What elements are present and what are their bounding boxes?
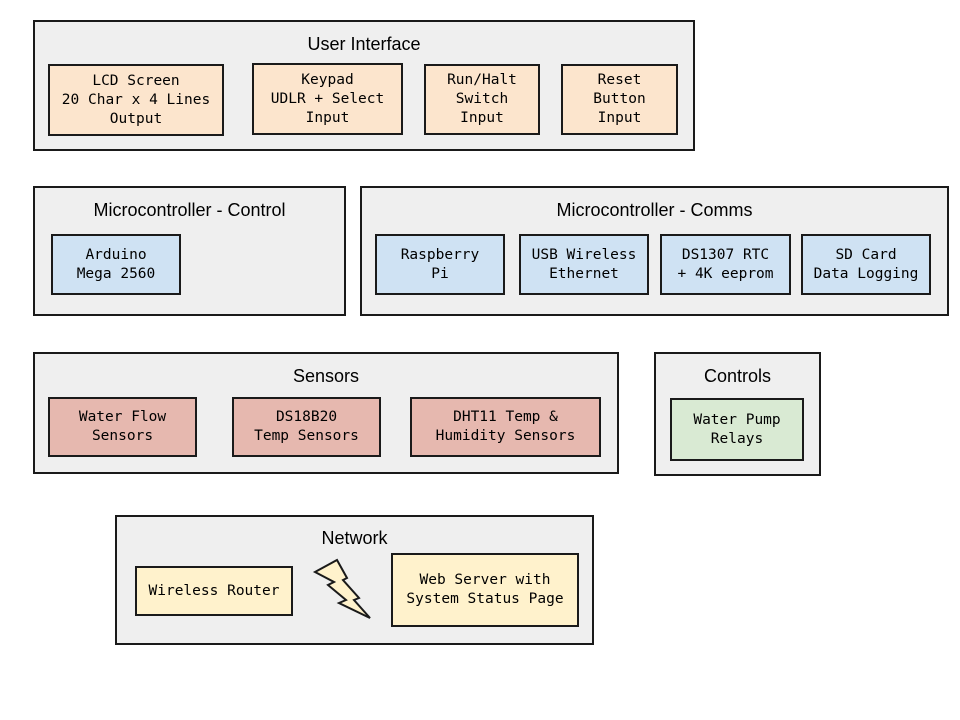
- box-line: Sensors: [91, 428, 154, 444]
- box-line: Ethernet: [549, 265, 619, 282]
- box-line: Reset: [597, 72, 642, 88]
- lightning-bolt-icon: [312, 558, 371, 619]
- wireless-router-box: Wireless Router: [135, 566, 293, 616]
- box-line: Web Server with: [419, 572, 551, 588]
- box-line: 20 Char x 4 Lines: [61, 91, 211, 108]
- microcontroller-control-title: Microcontroller - Control: [93, 200, 286, 220]
- dht11-humidity-sensors-box: DHT11 Temp & Humidity Sensors: [410, 397, 601, 457]
- box-line: Input: [460, 110, 504, 126]
- sd-card-logging-box: SD Card Data Logging: [801, 234, 931, 295]
- box-line: USB Wireless: [531, 246, 637, 263]
- user-interface-group: User Interface LCD Screen 20 Char x 4 Li…: [33, 20, 695, 151]
- box-line: Mega 2560: [76, 265, 156, 282]
- microcontroller-comms-group: Microcontroller - Comms Raspberry Pi USB…: [360, 186, 949, 316]
- box-line: Switch: [455, 91, 509, 107]
- box-line: Humidity Sensors: [435, 428, 576, 444]
- raspberry-pi-box: Raspberry Pi: [375, 234, 505, 295]
- keypad-box: Keypad UDLR + Select Input: [252, 63, 403, 135]
- box-line: Input: [597, 110, 642, 126]
- ds18b20-temp-sensors-box: DS18B20 Temp Sensors: [232, 397, 381, 457]
- box-line: Keypad: [301, 71, 354, 88]
- box-line: UDLR + Select: [270, 90, 385, 107]
- network-title: Network: [321, 528, 388, 548]
- box-line: Wireless Router: [148, 582, 280, 599]
- reset-button-box: Reset Button Input: [561, 64, 678, 135]
- box-line: Water Flow: [78, 409, 167, 425]
- box-line: SD Card: [835, 246, 897, 263]
- lcd-screen-box: LCD Screen 20 Char x 4 Lines Output: [48, 64, 224, 136]
- user-interface-title: User Interface: [307, 34, 421, 54]
- box-line: Run/Halt: [447, 72, 517, 88]
- rtc-eeprom-box: DS1307 RTC + 4K eeprom: [660, 234, 791, 295]
- network-group: Network Wireless Router Web Server with …: [115, 515, 594, 645]
- controls-title: Controls: [703, 366, 772, 386]
- arduino-mega-box: Arduino Mega 2560: [51, 234, 181, 295]
- controls-group: Controls Water Pump Relays: [654, 352, 821, 476]
- box-line: Temp Sensors: [254, 428, 359, 444]
- box-line: Relays: [710, 430, 764, 447]
- box-line: DS18B20: [275, 409, 338, 425]
- water-pump-relays-box: Water Pump Relays: [670, 398, 804, 461]
- box-line: LCD Screen: [92, 72, 180, 89]
- box-line: Pi: [431, 265, 449, 282]
- box-line: Water Pump: [693, 411, 781, 428]
- box-line: Arduino: [85, 246, 147, 263]
- box-line: Button: [593, 91, 646, 107]
- box-line: DHT11 Temp &: [453, 409, 558, 425]
- box-line: Output: [109, 110, 163, 127]
- box-line: + 4K eeprom: [677, 265, 774, 282]
- microcontroller-control-group: Microcontroller - Control Arduino Mega 2…: [33, 186, 346, 316]
- run-halt-switch-box: Run/Halt Switch Input: [424, 64, 540, 135]
- web-server-box: Web Server with System Status Page: [391, 553, 579, 627]
- usb-wireless-ethernet-box: USB Wireless Ethernet: [519, 234, 649, 295]
- microcontroller-comms-title: Microcontroller - Comms: [556, 200, 753, 220]
- sensors-group: Sensors Water Flow Sensors DS18B20 Temp …: [33, 352, 619, 474]
- box-line: DS1307 RTC: [681, 246, 770, 263]
- box-line: System Status Page: [406, 591, 564, 607]
- box-line: Data Logging: [813, 265, 919, 282]
- water-flow-sensors-box: Water Flow Sensors: [48, 397, 197, 457]
- box-line: Raspberry: [400, 246, 480, 263]
- sensors-title: Sensors: [292, 366, 360, 386]
- box-line: Input: [305, 109, 350, 126]
